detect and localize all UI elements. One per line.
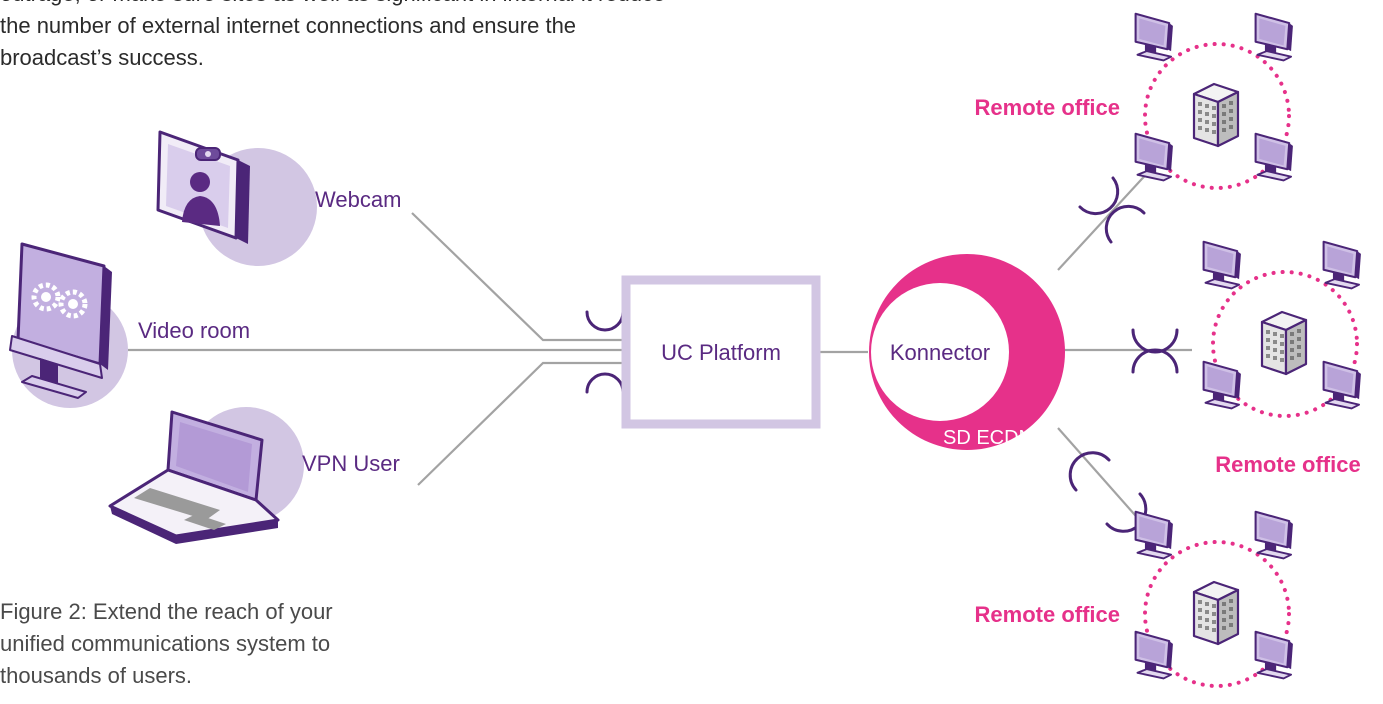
computer-icon xyxy=(1322,360,1362,410)
computer-icon xyxy=(1322,240,1362,290)
remote-office-top xyxy=(1134,12,1294,190)
intro-line: the number of external internet connecti… xyxy=(0,13,577,38)
konnector-top-link xyxy=(1057,167,1153,271)
computer-icon xyxy=(1254,12,1294,62)
vpn-user-label: VPN User xyxy=(302,451,400,476)
firewall-arc xyxy=(1078,176,1120,216)
firewall-arcs-left xyxy=(585,310,625,394)
intro-line: outrage, or make sure sites as well as s… xyxy=(0,0,700,10)
firewall-arc xyxy=(1131,348,1179,374)
caption-line: unified communications system to xyxy=(0,631,331,656)
building-icon xyxy=(1192,580,1240,646)
caption-line: Figure 2: Extend the reach of your xyxy=(0,599,333,624)
computer-icon xyxy=(1134,132,1174,182)
monitor-gear-icon xyxy=(9,242,112,399)
building-icon xyxy=(1260,310,1308,376)
computer-icon xyxy=(1202,360,1242,410)
remote-office-bottom xyxy=(1134,510,1294,688)
computer-icon xyxy=(1134,12,1174,62)
remote-office-top-label: Remote office xyxy=(975,95,1120,120)
computer-icon xyxy=(1254,132,1294,182)
computer-icon xyxy=(1134,630,1174,680)
video-room-label: Video room xyxy=(138,318,250,343)
firewall-arc xyxy=(1131,328,1179,354)
remote-office-middle-label: Remote office xyxy=(1215,452,1360,477)
computer-icon xyxy=(1134,510,1174,560)
uc-platform-label: UC Platform xyxy=(661,340,781,365)
caption-line: thousands of users. xyxy=(0,663,193,688)
firewall-arcs-right xyxy=(1068,176,1179,533)
remote-office-bottom-label: Remote office xyxy=(975,602,1120,627)
figure-caption: Figure 2: Extend the reach of your unifi… xyxy=(0,596,440,692)
computer-icon xyxy=(1254,510,1294,560)
intro-line: broadcast’s success. xyxy=(0,45,204,70)
webcam-link xyxy=(411,212,626,342)
building-icon xyxy=(1192,82,1240,148)
vpn-user-link xyxy=(417,361,626,486)
firewall-arc xyxy=(1104,204,1146,244)
sd-ecdn-label: SD ECDN xyxy=(943,427,1033,449)
konnector-node[interactable]: Konnector SD ECDN xyxy=(869,254,1065,450)
uc-platform-box[interactable]: UC Platform xyxy=(621,275,821,429)
remote-office-middle xyxy=(1202,240,1362,418)
computer-icon xyxy=(1254,630,1294,680)
firewall-arc xyxy=(585,310,625,332)
webcam-icon xyxy=(156,130,250,244)
office-ring xyxy=(1143,540,1291,688)
webcam-label: Webcam xyxy=(315,187,401,212)
intro-text: outrage, or make sure sites as well as s… xyxy=(0,0,700,74)
firewall-arc xyxy=(585,372,625,394)
laptop-icon xyxy=(108,410,280,544)
office-ring xyxy=(1211,270,1359,418)
firewall-arc xyxy=(1068,451,1111,492)
computer-icon xyxy=(1202,240,1242,290)
konnector-label: Konnector xyxy=(890,340,990,365)
office-ring xyxy=(1143,42,1291,190)
